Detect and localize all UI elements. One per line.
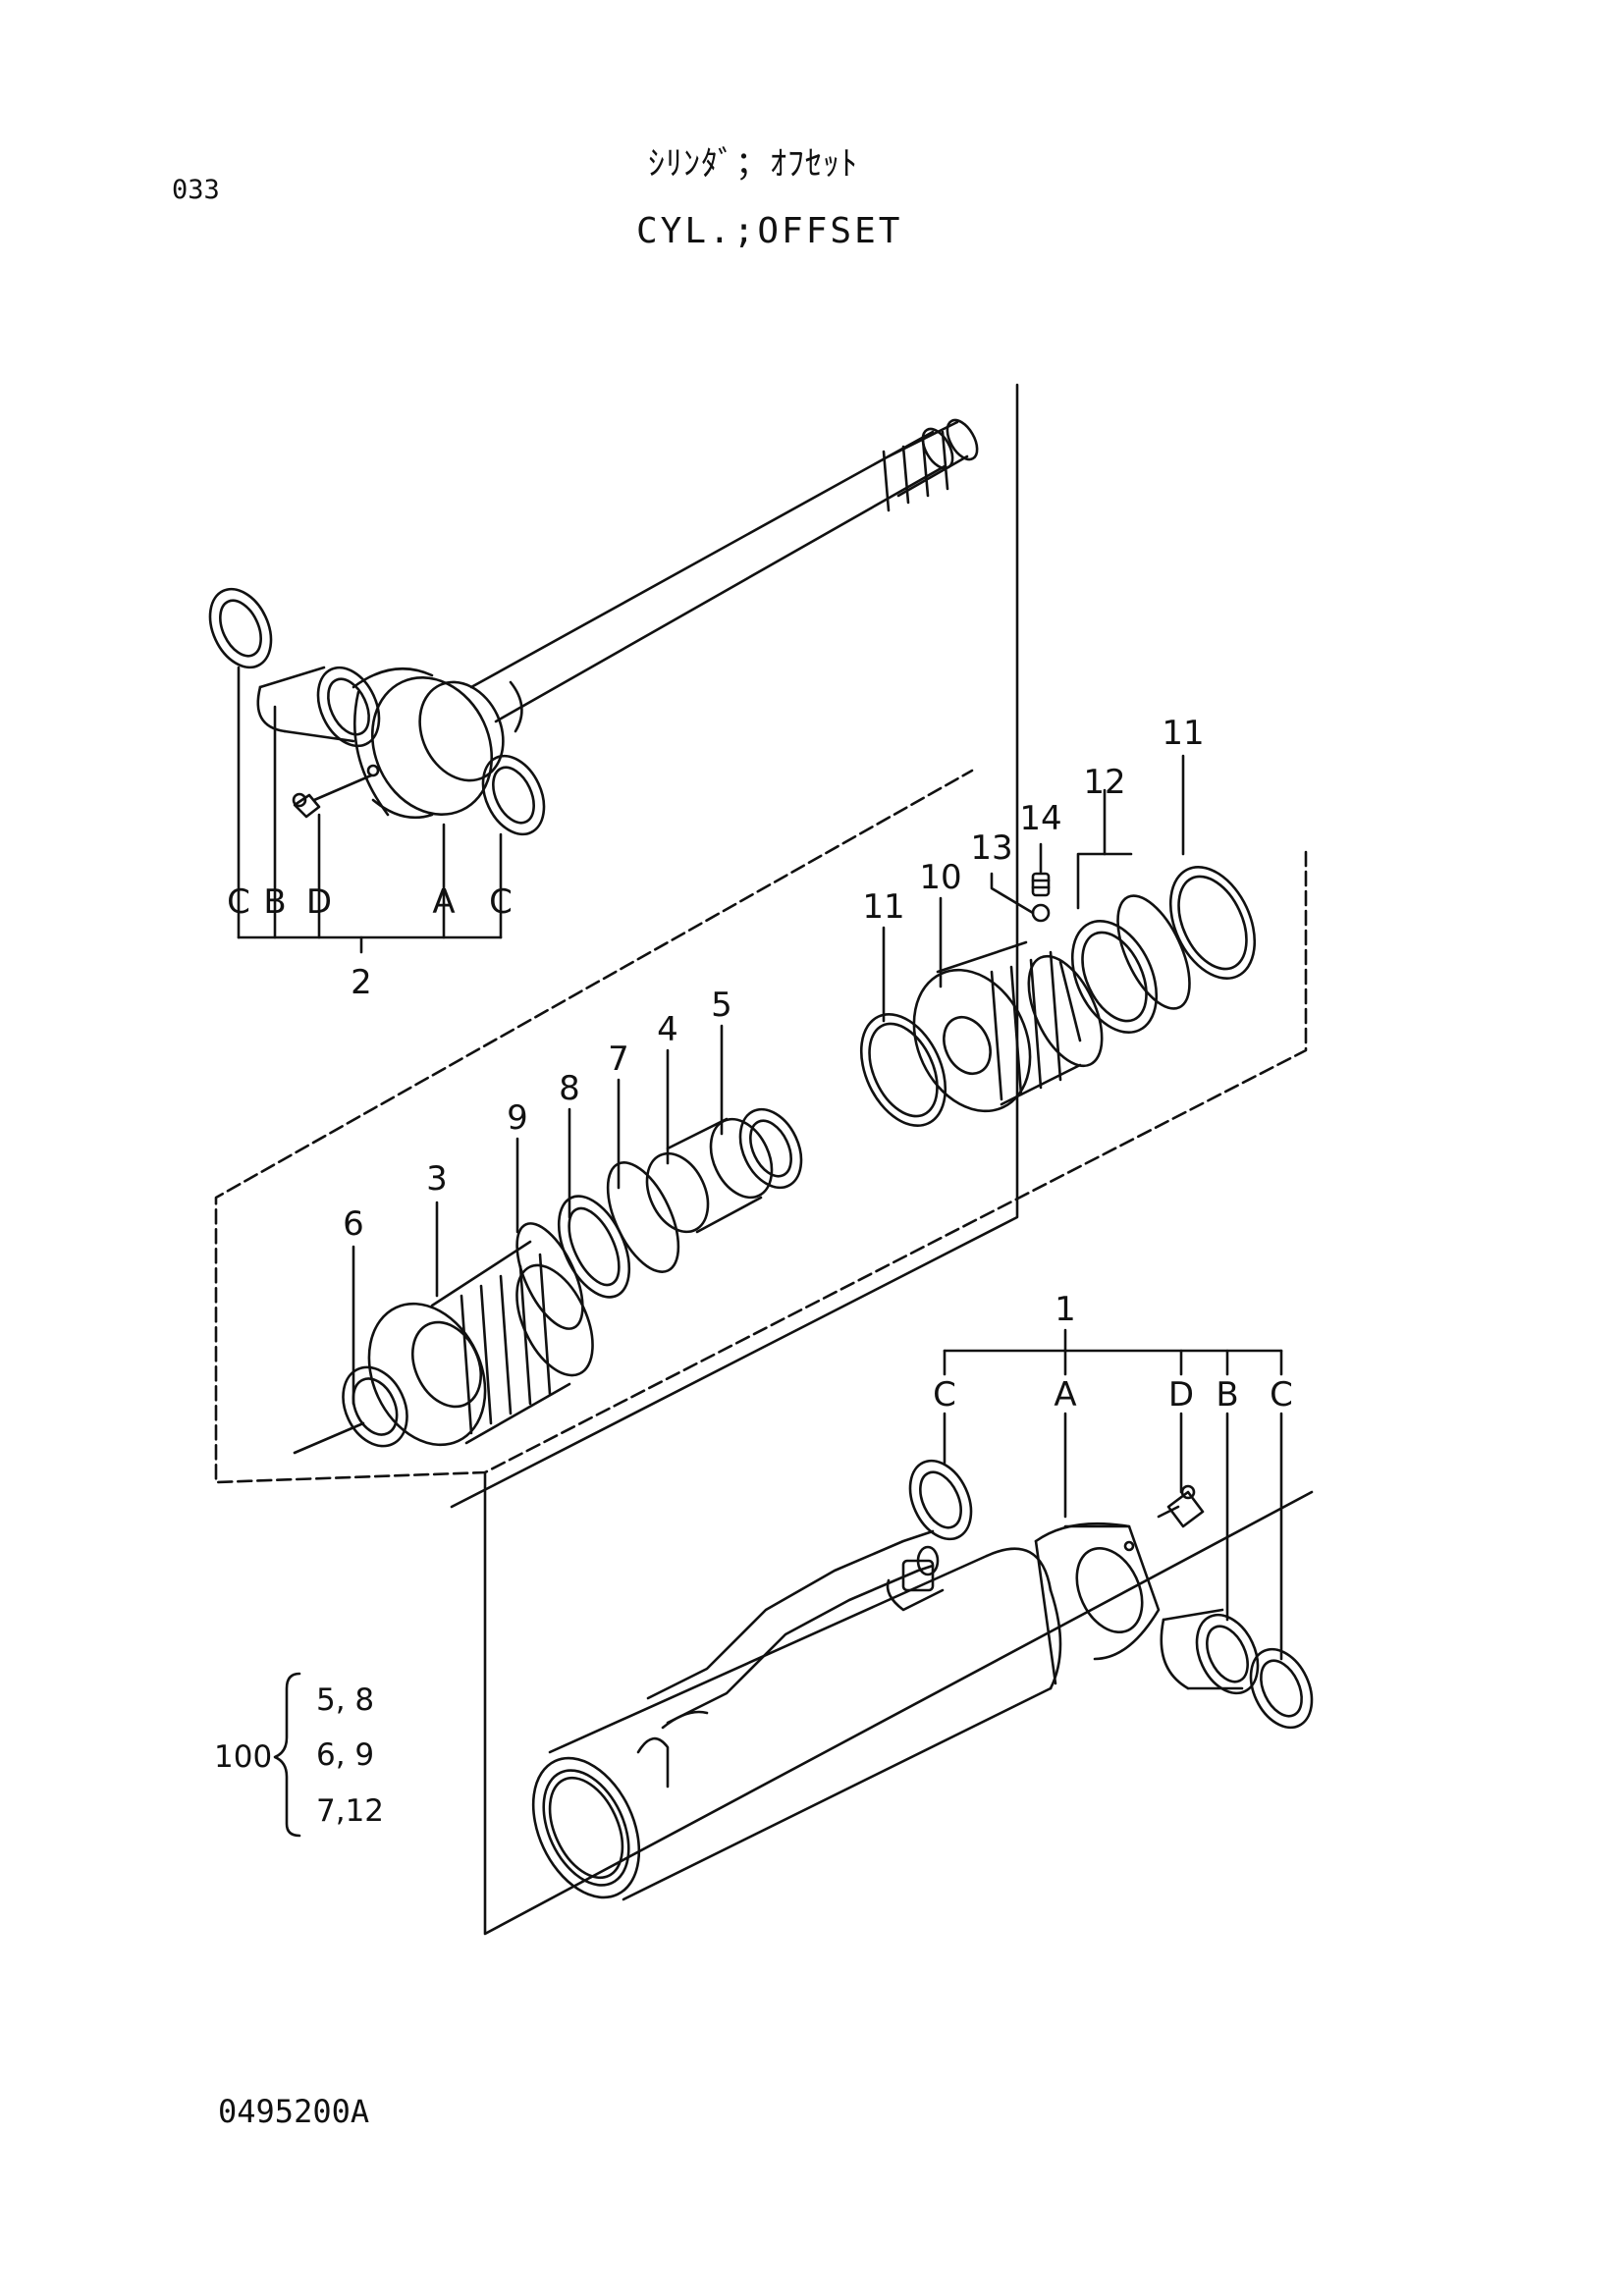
gland-3 — [367, 1240, 594, 1447]
tube-callout-c-right: C — [1270, 1375, 1293, 1415]
set-screw-14 — [1031, 872, 1051, 897]
rod-callout-a: A — [432, 882, 455, 922]
kit-number: 100 — [214, 1739, 272, 1775]
callout-3: 3 — [426, 1159, 448, 1199]
panel-border-rod — [450, 383, 1019, 1509]
gland-seal-6 — [293, 1365, 408, 1455]
kit-item-3: 7,12 — [316, 1793, 384, 1829]
tube-group-leaders — [943, 1328, 1283, 1661]
tube-callout-d: D — [1168, 1375, 1194, 1415]
wear-ring-11-left — [859, 1012, 947, 1128]
steel-ball-13 — [1031, 903, 1051, 923]
callout-4: 4 — [657, 1010, 678, 1049]
rod-eye-head — [352, 667, 505, 820]
callout-11-right: 11 — [1162, 714, 1204, 753]
piston-leaders — [352, 754, 1185, 1406]
tube-group-number: 1 — [1055, 1290, 1076, 1329]
piston-rod — [469, 418, 979, 733]
tube-bushing — [1160, 1608, 1260, 1695]
rod-bushing — [256, 666, 381, 748]
tube-eye — [1034, 1522, 1161, 1661]
rod-dust-seal-left — [208, 587, 273, 669]
tube-callout-c-left: C — [933, 1375, 956, 1415]
page-number: 033 — [172, 175, 220, 205]
tube-callout-a: A — [1054, 1375, 1076, 1415]
panel-border-piston — [214, 769, 1308, 1484]
rod-group-leaders — [237, 666, 503, 954]
callout-14: 14 — [1019, 799, 1061, 838]
cylinder-tube — [531, 1539, 1062, 1901]
panel-border-tube — [483, 1470, 1314, 1936]
callout-13: 13 — [970, 828, 1012, 868]
rod-callout-c-right: C — [489, 882, 513, 922]
rod-callout-b: B — [263, 882, 286, 922]
bushing-4 — [645, 1117, 774, 1234]
kit-item-1: 5, 8 — [316, 1682, 374, 1718]
callout-7: 7 — [608, 1040, 629, 1079]
callout-12: 12 — [1083, 763, 1125, 802]
tube-seal-c-left — [908, 1459, 973, 1541]
rod-dust-seal-right — [481, 754, 546, 836]
oring-7 — [606, 1161, 680, 1273]
callout-11-left: 11 — [862, 887, 904, 927]
wear-ring-11-right — [1168, 865, 1257, 981]
tube-seal-c-right — [1249, 1647, 1314, 1730]
kit-brace — [273, 1672, 301, 1838]
tube-callout-b: B — [1216, 1375, 1238, 1415]
hydraulic-pipe — [636, 1529, 945, 1789]
rod-group-number: 2 — [351, 963, 372, 1002]
title-japanese: ｼﾘﾝﾀﾞ；ｵﾌｾｯﾄ — [648, 144, 858, 184]
kit-item-2: 6, 9 — [316, 1737, 374, 1773]
piston-seal-12 — [1070, 894, 1191, 1035]
seal-5 — [738, 1107, 803, 1190]
rod-grease-nipple — [292, 774, 373, 819]
callout-8: 8 — [559, 1069, 580, 1108]
callout-6: 6 — [343, 1204, 364, 1244]
callout-5: 5 — [711, 986, 732, 1025]
rod-callout-c-left: C — [227, 882, 250, 922]
document-code: 0495200A — [218, 2093, 370, 2130]
callout-9: 9 — [507, 1098, 528, 1138]
title-english: CYL.;OFFSET — [636, 211, 903, 251]
rod-callout-d: D — [306, 882, 332, 922]
callout-10: 10 — [919, 858, 961, 897]
